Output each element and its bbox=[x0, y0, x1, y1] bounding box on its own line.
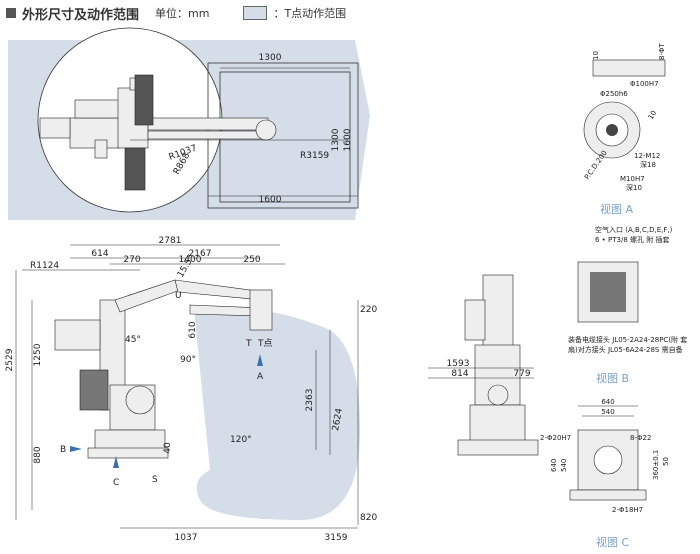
dim-2363: 2363 bbox=[305, 389, 315, 412]
view-c-dim-360: 360±0.1 bbox=[652, 450, 660, 480]
axis-s-label: S bbox=[152, 475, 158, 485]
view-a-dim-8-phi: 8-ΦT bbox=[658, 43, 666, 60]
arrow-a-icon bbox=[257, 354, 263, 366]
view-b-note-connector-1: 装备电缆接头 JL05-2A24-28PC(附 套 bbox=[568, 335, 687, 344]
top-view-robot bbox=[39, 74, 277, 191]
top-view: 1300 1300 1600 1600 R3159 R1037 R868 bbox=[8, 27, 370, 220]
dim-250: 250 bbox=[243, 255, 260, 265]
view-a-dim-depth10: 深10 bbox=[626, 183, 642, 192]
view-a-dim-m10: M10H7 bbox=[620, 175, 645, 183]
dim-2624: 2624 bbox=[331, 407, 345, 432]
dim-3159: 3159 bbox=[325, 533, 348, 543]
dim-610: 610 bbox=[188, 321, 198, 338]
dim-r1124: R1124 bbox=[30, 261, 59, 271]
view-b-note-ports: 6 • PT3/8 螺孔 附 插套 bbox=[595, 235, 669, 244]
header: 外形尺寸及动作范围 单位：mm ：T点动作范围 bbox=[6, 2, 346, 24]
view-b-note-connector-2: 扇)对方接头 JL05-6A24-28S 需自备 bbox=[568, 345, 683, 354]
side-view: 2781 614 2167 R1124 270 1400 250 15.5° 1… bbox=[5, 236, 377, 543]
legend-label: ：T点动作范围 bbox=[273, 7, 347, 20]
view-c-dim-8-phi22: 8-Φ22 bbox=[630, 434, 651, 442]
dim-220: 220 bbox=[360, 305, 377, 315]
view-c-dim-2-phi20: 2-Φ20H7 bbox=[540, 434, 571, 442]
dim-614: 614 bbox=[91, 249, 108, 259]
front-view: 1593 814 779 bbox=[428, 274, 539, 456]
dim-2529: 2529 bbox=[5, 348, 15, 371]
dim-779: 779 bbox=[513, 369, 530, 379]
side-view-robot bbox=[54, 279, 273, 459]
t-point-label: T点 bbox=[257, 338, 273, 349]
view-c-dim-540-top: 540 bbox=[601, 408, 614, 416]
axis-u-label: U bbox=[175, 291, 182, 301]
dim-1037: 1037 bbox=[175, 533, 198, 543]
view-a-dim-10b: 10 bbox=[647, 109, 658, 121]
axis-t-label: T bbox=[245, 339, 252, 349]
dim-2167: 2167 bbox=[189, 249, 212, 259]
dim-2781: 2781 bbox=[159, 236, 182, 246]
dim-1250: 1250 bbox=[33, 343, 43, 366]
dim-270: 270 bbox=[123, 255, 140, 265]
header-bullet bbox=[6, 8, 16, 18]
view-a-label: 视图 A bbox=[600, 202, 633, 216]
unit-label: 单位：mm bbox=[155, 7, 210, 20]
view-a-dim-phi250: Φ250h6 bbox=[600, 90, 628, 98]
dim-45-deg: 45° bbox=[125, 335, 141, 345]
view-c-dim-640-top: 640 bbox=[601, 398, 614, 406]
view-c-dim-2-phi18: 2-Φ18H7 bbox=[612, 506, 643, 514]
arrow-b-label: B bbox=[60, 445, 66, 455]
dim-90-deg: 90° bbox=[180, 355, 196, 365]
view-b-note-air: 空气入口 (A,B,C,D,E,F,) bbox=[595, 225, 673, 234]
view-c: 640 540 2-Φ20H7 8-Φ22 640 540 360±0.1 2-… bbox=[540, 398, 670, 549]
view-c-dim-540-left: 540 bbox=[560, 459, 568, 472]
arrow-b-icon bbox=[70, 446, 82, 452]
dim-1593: 1593 bbox=[447, 359, 470, 369]
view-a-dim-phi100: Φ100H7 bbox=[630, 80, 659, 88]
dim-820: 820 bbox=[360, 513, 377, 523]
arrow-c-label: C bbox=[113, 478, 119, 488]
view-b-label: 视图 B bbox=[596, 371, 629, 385]
view-a-dim-pcd: P.C.D.200 bbox=[583, 149, 609, 181]
dim-814: 814 bbox=[451, 369, 468, 379]
dim-120-deg: 120° bbox=[230, 435, 252, 445]
dim-880: 880 bbox=[33, 446, 43, 463]
arrow-a-label: A bbox=[257, 372, 264, 382]
view-a: 10 8-ΦT Φ100H7 Φ250h6 10 12-M12 深18 M10H… bbox=[583, 43, 666, 216]
view-c-label: 视图 C bbox=[596, 535, 629, 549]
dim-40: 40 bbox=[163, 442, 173, 454]
view-c-dim-640-left: 640 bbox=[550, 459, 558, 472]
legend-swatch bbox=[243, 6, 268, 20]
view-a-dim-10: 10 bbox=[592, 51, 600, 60]
dim-1400: 1400 bbox=[179, 255, 202, 265]
side-view-motion-range bbox=[195, 308, 360, 520]
dim-1300-top: 1300 bbox=[259, 53, 282, 63]
view-b: 空气入口 (A,B,C,D,E,F,) 6 • PT3/8 螺孔 附 插套 装备… bbox=[568, 225, 687, 385]
dim-1600-bottom: 1600 bbox=[259, 195, 282, 205]
view-a-dim-m12: 12-M12 bbox=[634, 152, 660, 160]
arrow-c-icon bbox=[113, 456, 119, 468]
page-title: 外形尺寸及动作范围 bbox=[22, 7, 140, 23]
view-c-dim-50: 50 bbox=[662, 457, 670, 466]
dim-r3159: R3159 bbox=[300, 151, 329, 161]
view-a-dim-depth18: 深18 bbox=[640, 160, 656, 169]
